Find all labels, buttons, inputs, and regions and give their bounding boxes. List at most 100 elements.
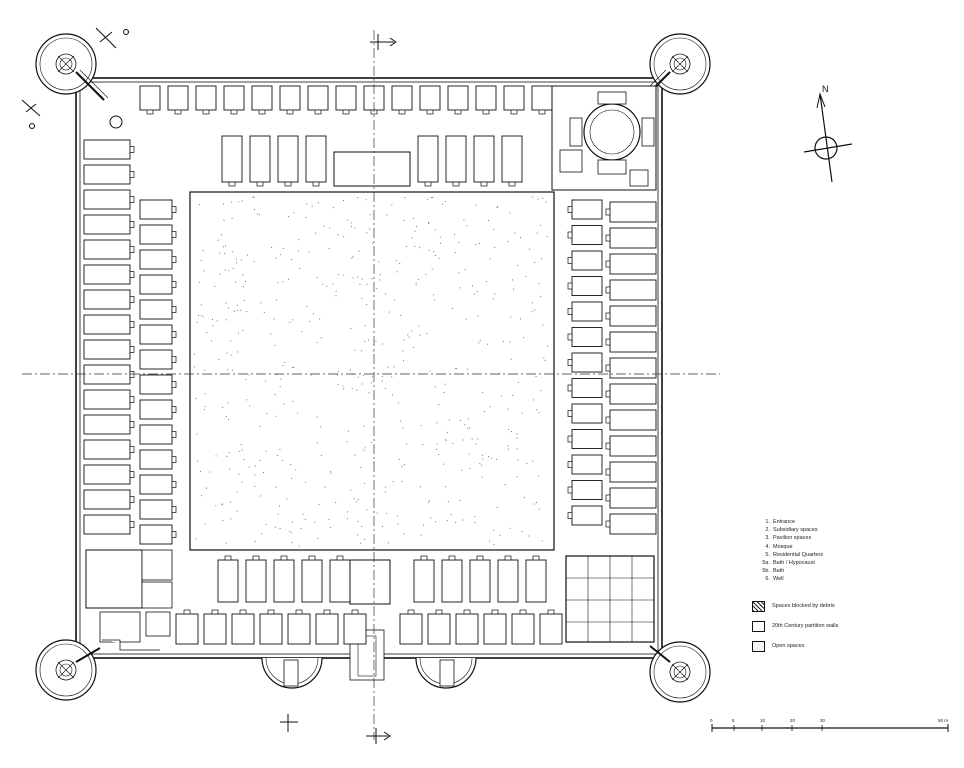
cell — [447, 85, 469, 115]
cell — [83, 464, 135, 485]
courtyard-cells-right — [567, 199, 603, 526]
outer-cells-right — [605, 201, 657, 535]
cell — [83, 439, 135, 460]
scale-tick-label: 50 m — [938, 718, 949, 723]
cell — [139, 499, 177, 520]
tower-bottom-left — [35, 639, 101, 701]
cell — [305, 135, 327, 187]
cell — [469, 555, 491, 603]
legend-swatch-row: Open spaces — [752, 638, 932, 656]
legend-swatch — [752, 601, 765, 612]
cell — [259, 609, 283, 645]
cell — [83, 164, 135, 185]
cell — [139, 249, 177, 270]
cell — [203, 609, 227, 645]
cell — [445, 135, 467, 187]
tower-bottom-right — [649, 641, 711, 703]
cell — [605, 201, 657, 223]
cell — [539, 609, 563, 645]
legend-swatch-row: 20th Century partition walls — [752, 618, 932, 636]
legend-item: 3.Pavilion spaces — [752, 534, 932, 542]
outer-cells-left — [83, 139, 135, 535]
legend-label: Mosque — [773, 543, 793, 550]
cell — [567, 403, 603, 424]
cell — [175, 609, 199, 645]
cell — [83, 414, 135, 435]
cell — [83, 339, 135, 360]
cell — [567, 225, 603, 245]
cell — [567, 276, 603, 296]
cell — [605, 461, 657, 483]
cell — [441, 555, 463, 603]
corner-towers — [35, 33, 711, 703]
cell — [139, 199, 177, 220]
cell — [391, 85, 413, 115]
cell — [287, 609, 311, 645]
legend-item: 1.Entrance — [752, 518, 932, 526]
cell — [139, 374, 177, 395]
cell — [343, 609, 367, 645]
cell — [567, 378, 603, 398]
cell — [245, 555, 267, 603]
cell — [139, 474, 177, 495]
legend-item: 2.Subsidiary spaces — [752, 526, 932, 534]
legend-item: 5a.Bath / Hypocaust — [752, 559, 932, 567]
cell — [525, 555, 547, 603]
legend-swatch-row: Spaces blocked by debris — [752, 598, 932, 616]
legend-key: 3. — [765, 535, 770, 542]
legend-item: 5.Residential Quarters — [752, 551, 932, 559]
cell — [605, 253, 657, 275]
cell — [221, 135, 243, 187]
cell — [139, 274, 177, 295]
legend-label: Residential Quarters — [773, 551, 824, 558]
scale-tick-label: 0 — [710, 718, 713, 723]
cell — [139, 224, 177, 245]
legend-key: 5b. — [762, 568, 770, 575]
section-markers — [21, 27, 397, 744]
legend-label: Subsidiary spaces — [773, 527, 818, 534]
cell — [531, 85, 553, 115]
cell — [83, 264, 135, 285]
legend-label: Bath — [773, 568, 785, 575]
north-arrow: N — [803, 84, 853, 183]
cell — [605, 513, 657, 535]
cell — [251, 85, 273, 115]
southwest-block — [85, 549, 173, 651]
cell — [567, 199, 603, 220]
legend-key: 5a. — [762, 559, 770, 566]
cell — [139, 449, 177, 470]
cell — [195, 85, 217, 115]
legend-label: Well — [773, 576, 784, 583]
southeast-block — [565, 555, 655, 643]
cell — [567, 454, 603, 475]
cell — [605, 435, 657, 457]
legend-key: 4. — [765, 543, 770, 550]
cell — [605, 357, 657, 379]
cell — [605, 305, 657, 327]
scale-tick-label: 30 — [820, 718, 826, 723]
courtyard-cells-bottom — [217, 555, 547, 605]
cell — [217, 555, 239, 603]
central-courtyard — [189, 191, 555, 551]
cell — [307, 85, 329, 115]
cell — [83, 364, 135, 385]
cell — [501, 135, 523, 187]
scale-tick-label: 20 — [790, 718, 796, 723]
cell — [567, 352, 603, 373]
legend-swatch-label: Spaces blocked by debris — [772, 603, 835, 610]
scale-bar — [711, 724, 949, 732]
cell — [139, 299, 177, 320]
cell — [83, 389, 135, 410]
cell — [567, 505, 603, 526]
legend-label: Bath / Hypocaust — [773, 559, 815, 566]
cell — [83, 189, 135, 210]
legend-swatch — [752, 621, 765, 632]
legend-swatch-label: 20th Century partition walls — [772, 623, 839, 630]
bottom-bastions — [261, 629, 477, 689]
legend-key: 1. — [765, 519, 770, 525]
cell — [139, 349, 177, 370]
legend-key: 5. — [765, 551, 770, 558]
cell — [567, 480, 603, 500]
cell — [413, 555, 435, 603]
